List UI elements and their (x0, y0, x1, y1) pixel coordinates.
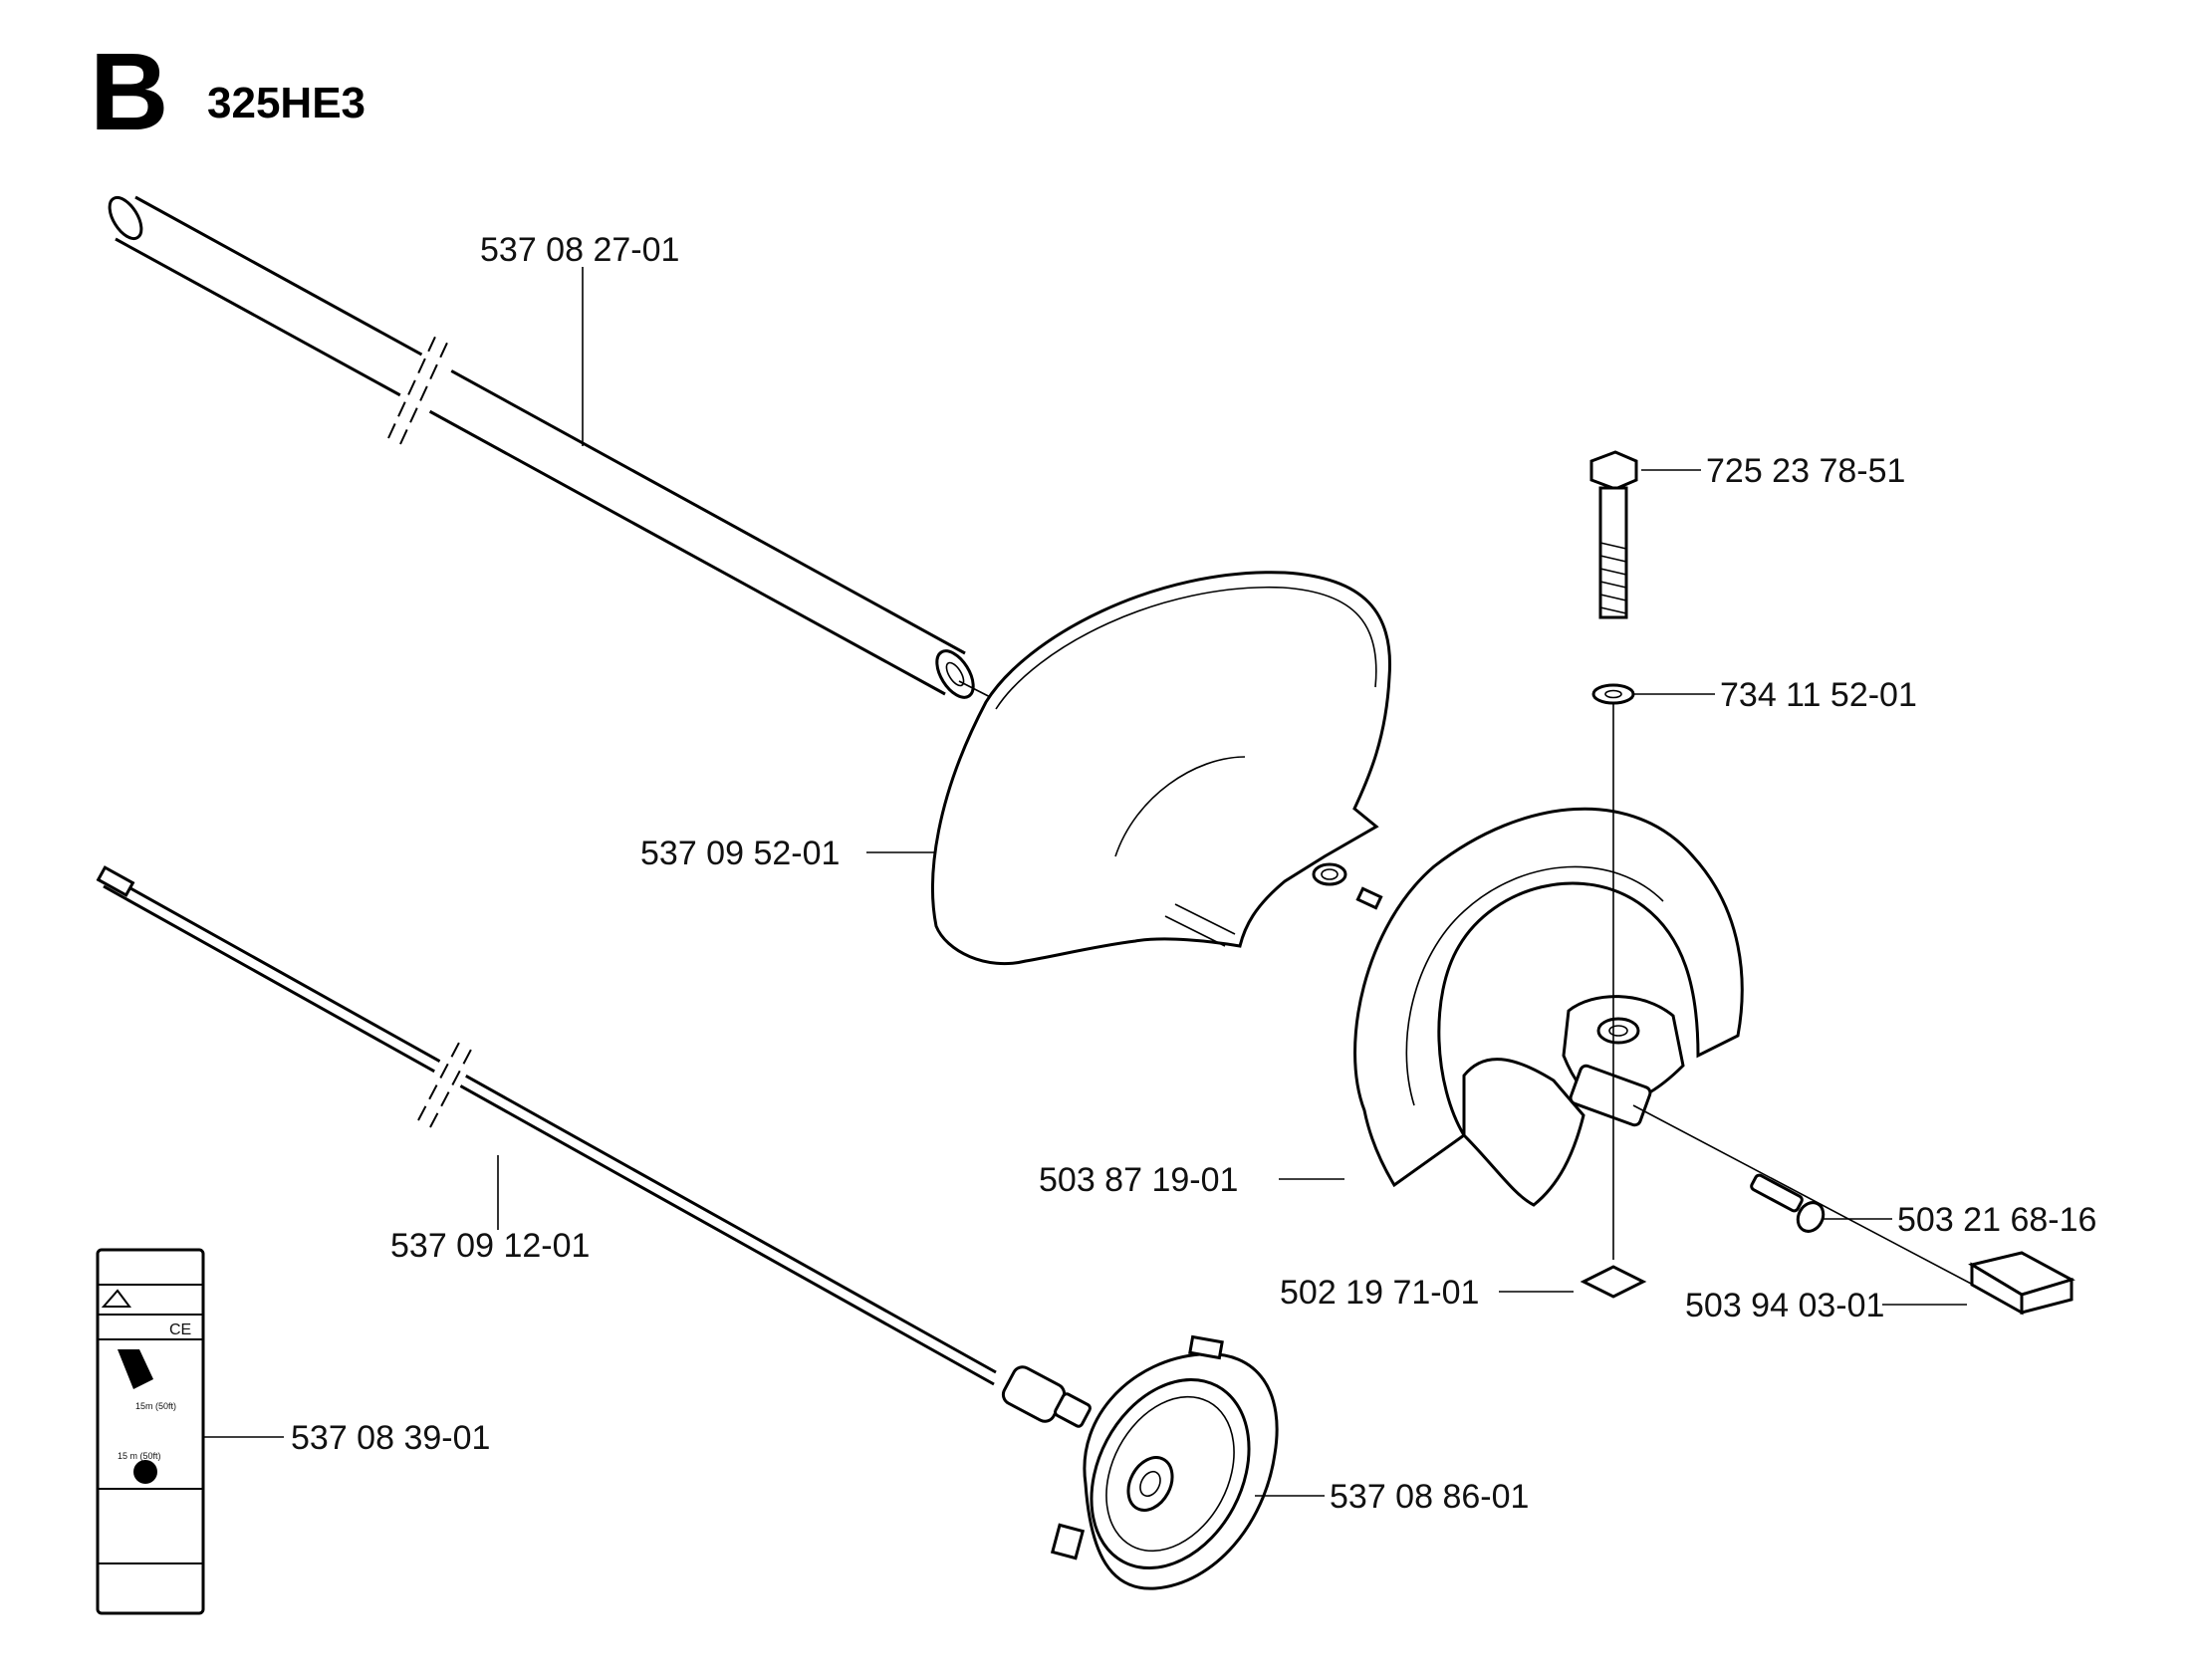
part-label-cup: 537 08 86-01 (1330, 1478, 1529, 1516)
part-label-bolt: 725 23 78-51 (1706, 452, 1905, 490)
drive-shaft-drawing (96, 865, 1092, 1428)
decal-drawing: CE 15m (50ft) 15 m (50ft) (96, 1248, 205, 1615)
clip-drawing (1968, 1251, 2075, 1316)
part-label-drive-shaft: 537 09 12-01 (390, 1227, 590, 1265)
handle-drawing (1353, 807, 1744, 1207)
part-label-decal: 537 08 39-01 (291, 1419, 490, 1457)
shaft-tube-drawing (108, 195, 1007, 706)
screw-drawing (1632, 1104, 1993, 1296)
decal-distance-2: 15 m (50ft) (118, 1451, 161, 1461)
part-label-nut: 502 19 71-01 (1280, 1274, 1479, 1312)
guard-drawing (931, 571, 1392, 966)
part-label-guard: 537 09 52-01 (640, 835, 840, 872)
part-label-handle: 503 87 19-01 (1039, 1161, 1238, 1199)
decal-distance-1: 15m (50ft) (135, 1401, 176, 1411)
part-label-washer: 734 11 52-01 (1720, 676, 1917, 714)
model-title: 325HE3 (207, 79, 366, 127)
bolt-drawing (1580, 450, 1647, 1299)
decal-ce-mark: CE (169, 1321, 191, 1338)
leader-lines (203, 267, 1967, 1497)
part-label-clip: 503 94 03-01 (1685, 1287, 1884, 1324)
section-letter: B (90, 31, 169, 153)
cup-drawing (1050, 1334, 1279, 1590)
part-label-screw: 503 21 68-16 (1897, 1201, 2096, 1239)
part-label-shaft-tube: 537 08 27-01 (480, 231, 679, 269)
